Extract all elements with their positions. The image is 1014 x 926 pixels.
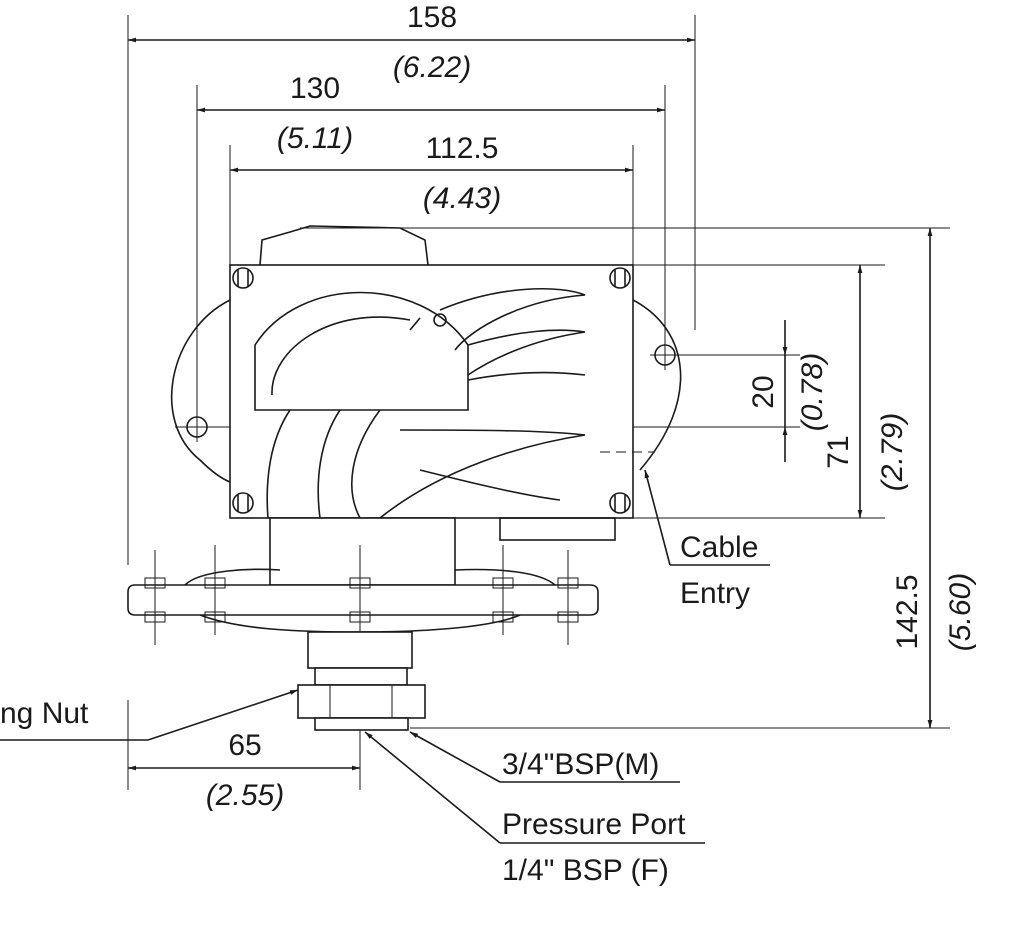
dim-142-mm: 142.5 (891, 574, 924, 649)
bolt-icons (144, 545, 579, 645)
dim-65-in: (2.55) (206, 779, 284, 812)
dim-71-in: (2.79) (876, 413, 909, 491)
dim-112-in: (4.43) (423, 182, 501, 215)
dim-112-mm: 112.5 (426, 132, 499, 165)
switch-body (127, 225, 682, 731)
dimension-lines (128, 37, 933, 771)
dim-20-mm: 20 (747, 375, 780, 408)
dim-71-mm: 71 (822, 435, 855, 468)
nut-label: ng Nut (0, 697, 89, 730)
thread-label: 3/4"BSP(M) (502, 748, 659, 781)
cable-entry-label-1: Cable (680, 531, 758, 564)
leader-lines (0, 469, 770, 844)
dim-20-in: (0.78) (796, 353, 829, 431)
dim-158-in: (6.22) (393, 51, 471, 84)
dim-142-in: (5.60) (944, 573, 977, 651)
dim-130-mm: 130 (290, 72, 340, 105)
dim-158-mm: 158 (407, 1, 457, 34)
dim-130-in: (5.11) (277, 122, 353, 155)
pressure-port-label: Pressure Port (502, 808, 686, 841)
port-thread-label: 1/4" BSP (F) (502, 854, 669, 887)
dim-65-mm: 65 (228, 729, 261, 762)
screw-icons (232, 267, 631, 514)
cable-entry-label-2: Entry (680, 577, 750, 610)
mounting-hole-icons (182, 340, 680, 442)
